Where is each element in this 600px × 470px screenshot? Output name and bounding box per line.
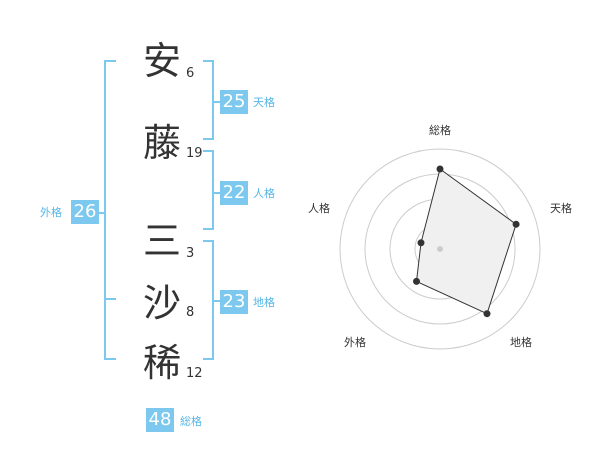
chikaku-label: 地格 xyxy=(253,296,275,309)
tenkaku-bracket-tick xyxy=(203,138,214,140)
tenkaku-bracket xyxy=(212,60,214,140)
gaikaku-bracket-stem xyxy=(98,212,105,214)
radar-axis-label: 地格 xyxy=(510,335,532,349)
radar-axis-label: 総格 xyxy=(429,123,451,137)
stroke-count-1: 6 xyxy=(186,66,195,81)
gaikaku-badge: 26 xyxy=(71,200,99,224)
jinkaku-label: 人格 xyxy=(253,187,275,200)
radar-points xyxy=(413,165,520,318)
radar-point xyxy=(512,220,520,228)
name-char-5: 稀 xyxy=(142,341,181,385)
radar-axis-label: 外格 xyxy=(344,335,366,349)
chikaku-bracket-tick xyxy=(203,240,214,242)
radar-point xyxy=(436,165,444,173)
stroke-count-4: 8 xyxy=(186,305,195,320)
stroke-count-2: 19 xyxy=(186,146,203,161)
jinkaku-bracket xyxy=(212,150,214,230)
gaikaku-bracket-tick xyxy=(104,60,116,62)
tenkaku-label: 天格 xyxy=(253,96,275,109)
radar-center xyxy=(437,246,443,252)
jinkaku-badge: 22 xyxy=(220,181,248,205)
soukaku-badge: 48 xyxy=(146,408,174,432)
name-char-4: 沙 xyxy=(142,281,181,325)
gaikaku-bracket-tick xyxy=(104,298,116,300)
radar-point xyxy=(413,277,420,285)
tenkaku-bracket-tick xyxy=(203,60,214,62)
jinkaku-bracket-tick xyxy=(203,228,214,230)
name-char-2: 藤 xyxy=(142,121,181,165)
stroke-count-3: 3 xyxy=(186,246,195,261)
gaikaku-label: 外格 xyxy=(40,206,62,219)
tenkaku-badge: 25 xyxy=(220,90,248,114)
chikaku-bracket-stem xyxy=(212,300,220,302)
soukaku-label: 総格 xyxy=(180,415,202,428)
radar-point xyxy=(417,239,425,247)
gaikaku-bracket xyxy=(104,60,106,360)
jinkaku-bracket-tick xyxy=(203,150,214,152)
radar-area xyxy=(415,168,517,315)
radar-axis-label: 人格 xyxy=(308,201,330,215)
radar-point xyxy=(483,310,491,318)
stroke-count-5: 12 xyxy=(186,366,203,381)
radar-ring xyxy=(339,148,541,350)
chikaku-bracket-tick xyxy=(203,358,214,360)
chikaku-badge: 23 xyxy=(220,290,248,314)
tenkaku-bracket-stem xyxy=(212,101,220,103)
name-char-3: 三 xyxy=(142,219,181,263)
name-char-1: 安 xyxy=(142,39,181,83)
radar-axis-label: 天格 xyxy=(550,201,572,215)
jinkaku-bracket-stem xyxy=(212,192,220,194)
gaikaku-bracket-tick xyxy=(104,358,116,360)
